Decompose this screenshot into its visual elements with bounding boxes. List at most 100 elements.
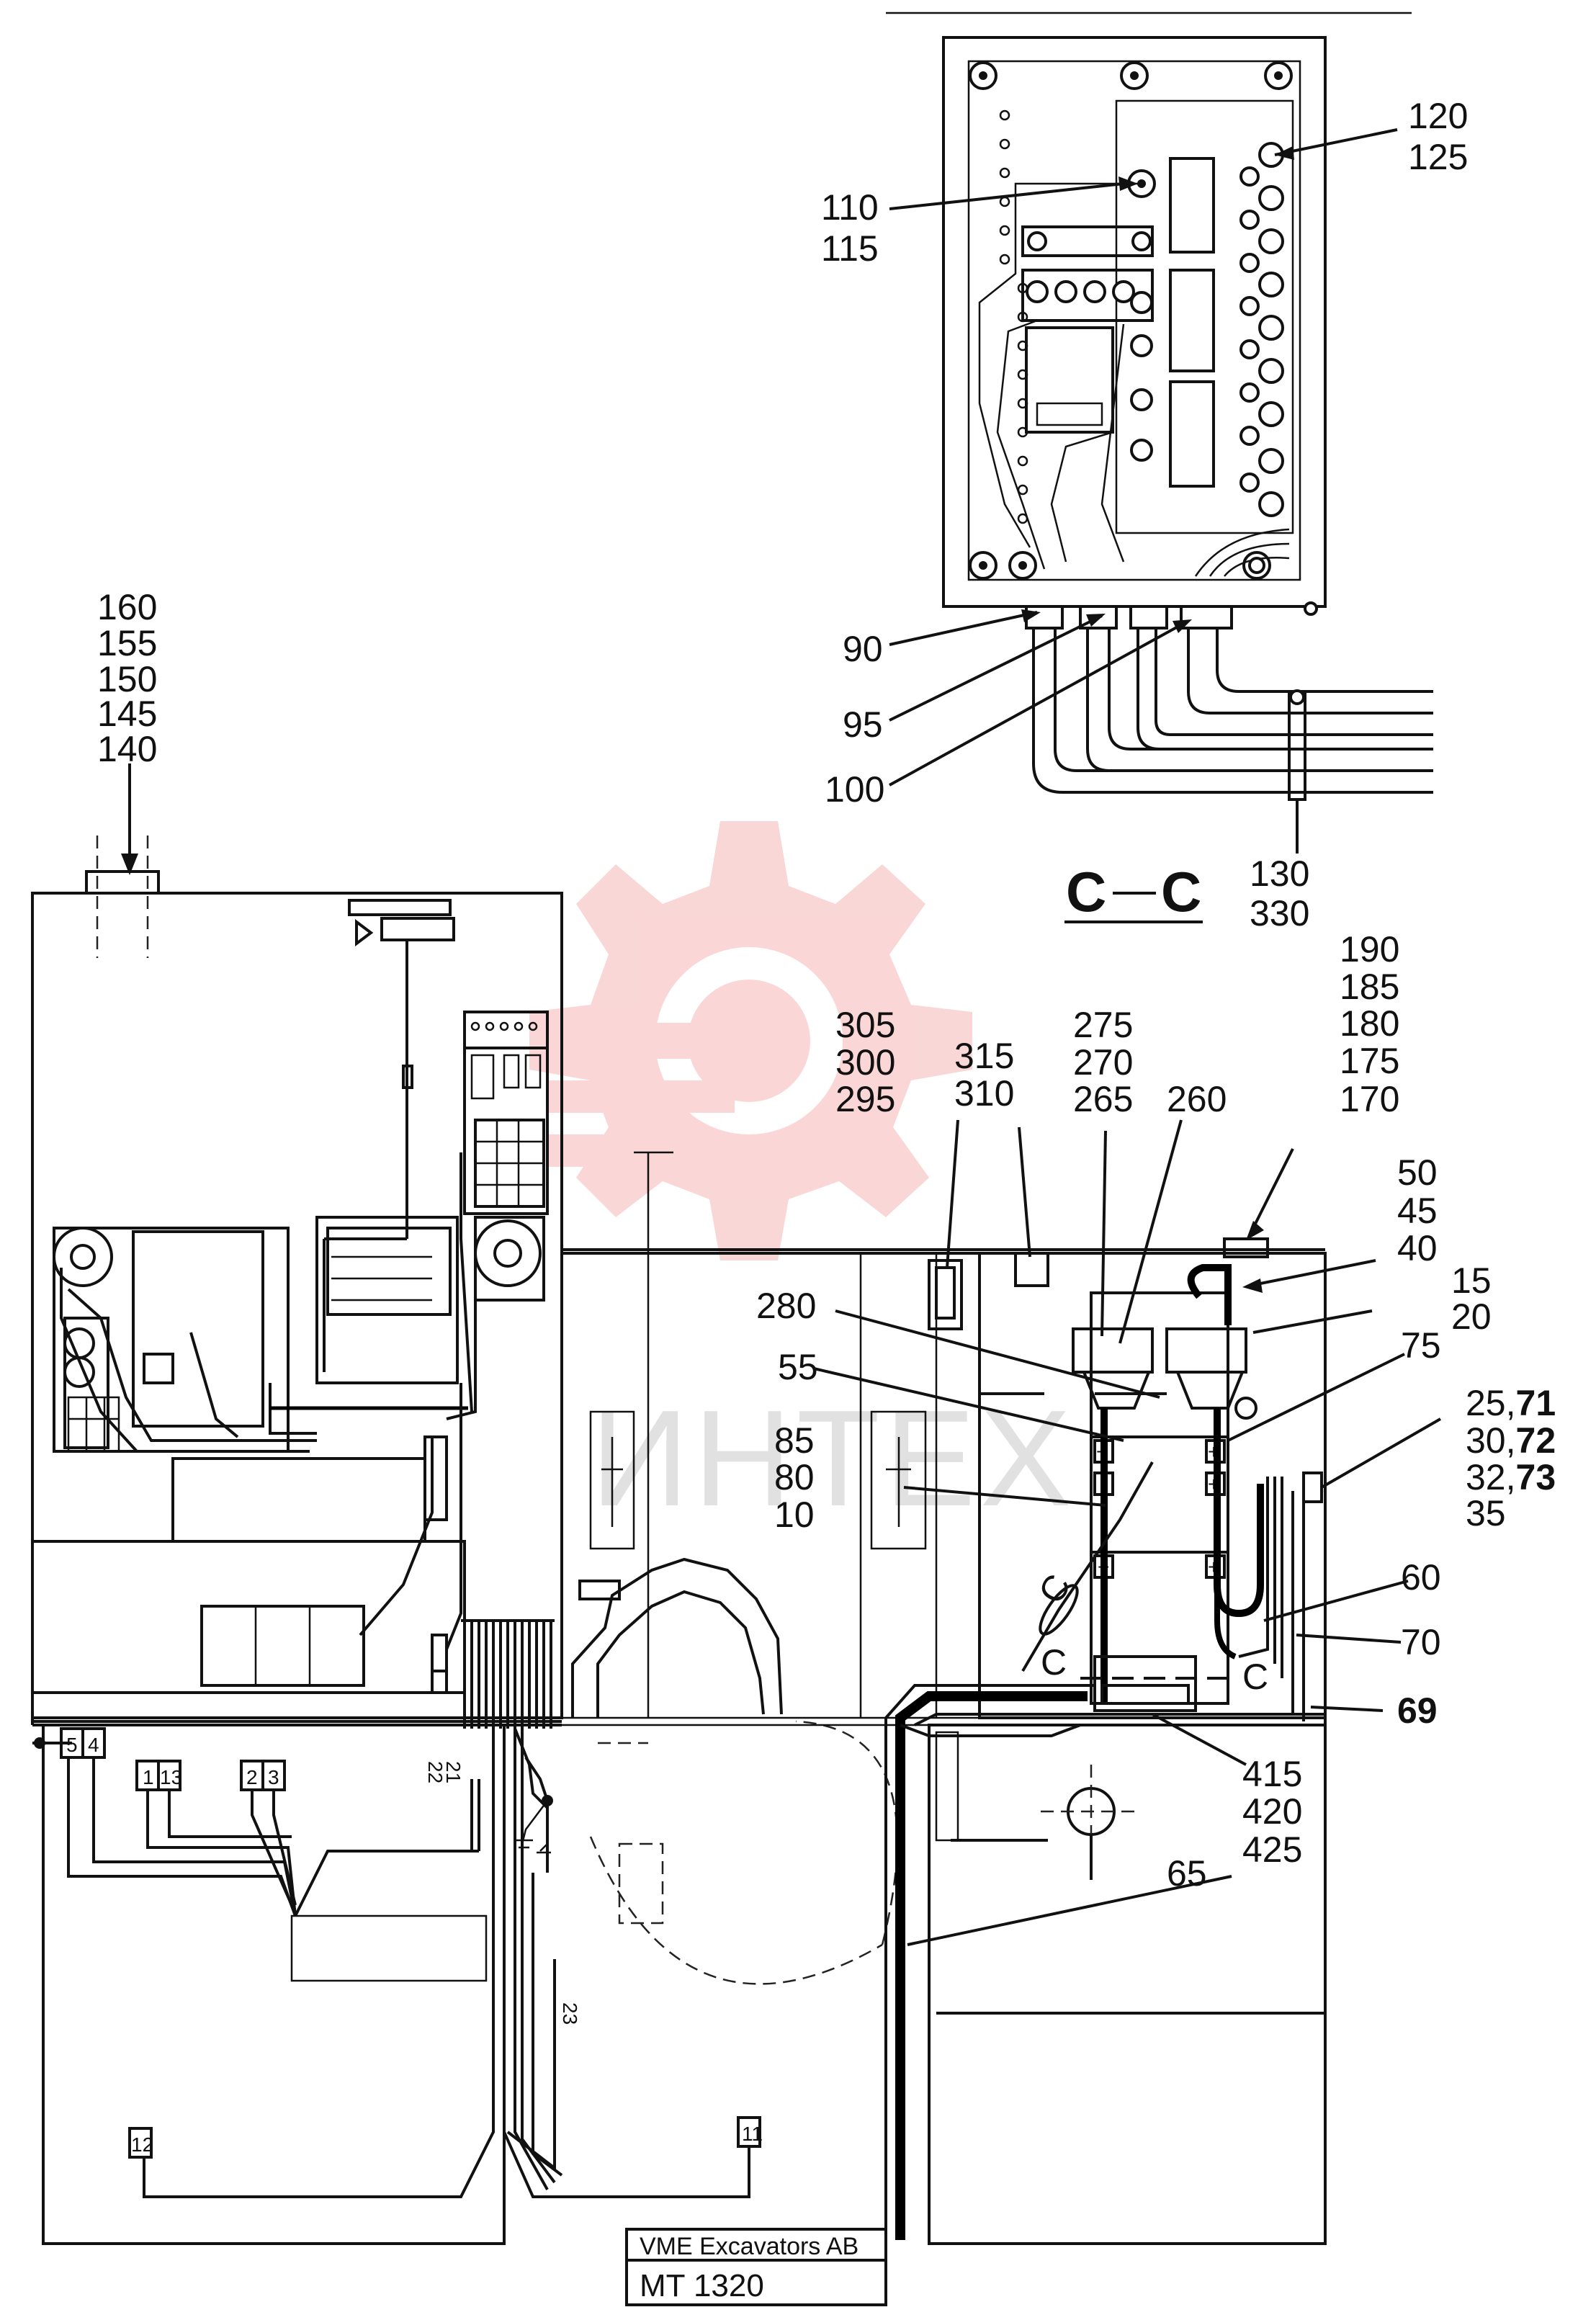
lower-frame: 5 4 1 13 2 3 21 22 23 12 11: [32, 1724, 763, 2245]
callout-70: 70: [1401, 1622, 1441, 1662]
callout-15-20: 15 20: [1451, 1260, 1492, 1337]
svg-text:30,72: 30,72: [1466, 1420, 1556, 1461]
wire-marker-12: 12: [131, 2133, 153, 2156]
watermark: ИНТЕХ: [529, 821, 1075, 1535]
wire-marker-5: 5: [66, 1734, 78, 1756]
callout-160-140: 160 155 150 145 140: [97, 587, 157, 769]
svg-text:10: 10: [774, 1495, 815, 1535]
wire-marker-22: 22: [424, 1761, 447, 1783]
watermark-text: ИНТЕХ: [591, 1382, 1075, 1535]
svg-text:C: C: [1161, 860, 1201, 923]
svg-text:425: 425: [1242, 1829, 1302, 1870]
wire-marker-2: 2: [246, 1766, 258, 1788]
callout-315-310: 315 310: [954, 1036, 1014, 1114]
cut-mark-c-2: C: [1041, 1642, 1067, 1683]
wire-marker-21: 21: [442, 1761, 465, 1783]
wire-marker-4: 4: [88, 1734, 99, 1756]
watermark-gear-icon: [529, 821, 972, 1260]
junction-box-section: [886, 12, 1433, 854]
svg-text:85: 85: [774, 1420, 815, 1461]
svg-text:315: 315: [954, 1036, 1014, 1076]
leader-lines: [813, 1119, 1441, 1946]
wire-marker-1: 1: [143, 1766, 154, 1788]
svg-text:35: 35: [1466, 1493, 1506, 1533]
svg-text:25,71: 25,71: [1466, 1383, 1556, 1423]
svg-text:40: 40: [1397, 1228, 1438, 1268]
callout-305-295: 305 300 295: [835, 1005, 895, 1119]
callout-65: 65: [1167, 1853, 1207, 1894]
svg-text:270: 270: [1073, 1042, 1133, 1083]
svg-text:C: C: [1066, 860, 1106, 923]
wire-marker-23: 23: [559, 2002, 581, 2025]
svg-text:415: 415: [1242, 1754, 1302, 1794]
callout-55: 55: [778, 1347, 818, 1387]
svg-text:15: 15: [1451, 1260, 1492, 1301]
left-cabinet: [31, 763, 563, 1729]
svg-text:170: 170: [1340, 1079, 1399, 1119]
callout-60: 60: [1401, 1557, 1441, 1598]
relay-2: [1169, 269, 1215, 372]
svg-text:265: 265: [1073, 1079, 1133, 1119]
callout-75: 75: [1401, 1325, 1441, 1366]
battery-compartment: + + + − + C C C: [884, 1237, 1327, 2245]
callout-275-265: 275 270 265: [1073, 1005, 1133, 1119]
relay-1: [1169, 157, 1215, 254]
callout-95: 95: [843, 704, 883, 745]
svg-text:160: 160: [97, 587, 157, 627]
svg-text:80: 80: [774, 1457, 815, 1497]
svg-text:125: 125: [1408, 137, 1468, 177]
callout-415-425: 415 420 425: [1242, 1754, 1302, 1870]
svg-text:20: 20: [1451, 1296, 1492, 1337]
company-name: VME Excavators AB: [640, 2233, 858, 2260]
svg-text:295: 295: [835, 1079, 895, 1119]
drawing-number: MT 1320: [640, 2268, 764, 2303]
svg-text:175: 175: [1340, 1041, 1399, 1081]
svg-text:300: 300: [835, 1042, 895, 1083]
callout-90: 90: [843, 629, 883, 669]
callout-130-330: 130 330: [1250, 854, 1309, 933]
callout-190-170: 190 185 180 175 170: [1340, 929, 1399, 1119]
title-block: VME Excavators AB MT 1320: [625, 2228, 887, 2306]
svg-text:155: 155: [97, 623, 157, 663]
terminal-bolts: [1130, 142, 1284, 517]
svg-text:310: 310: [954, 1073, 1014, 1114]
svg-text:330: 330: [1250, 893, 1309, 933]
svg-text:50: 50: [1397, 1152, 1438, 1193]
svg-text:185: 185: [1340, 967, 1399, 1007]
svg-text:110: 110: [821, 187, 879, 228]
wire-marker-13: 13: [160, 1766, 182, 1788]
callout-120-125: 120 125: [1408, 96, 1468, 177]
section-marker-c-c: C C: [1064, 860, 1203, 923]
svg-text:115: 115: [821, 228, 879, 269]
svg-text:305: 305: [835, 1005, 895, 1045]
svg-text:32,73: 32,73: [1466, 1457, 1556, 1497]
callout-100: 100: [825, 769, 884, 810]
indicator-dots: [470, 1021, 538, 1031]
svg-text:140: 140: [97, 729, 157, 769]
callout-69: 69: [1397, 1690, 1438, 1731]
callout-50-40: 50 45 40: [1397, 1152, 1438, 1268]
svg-text:120: 120: [1408, 96, 1468, 136]
cable-clamp: [1288, 690, 1306, 801]
svg-text:420: 420: [1242, 1791, 1302, 1832]
svg-text:150: 150: [97, 659, 157, 699]
svg-text:145: 145: [97, 694, 157, 734]
cut-mark-c-3: C: [1242, 1657, 1268, 1697]
svg-text:275: 275: [1073, 1005, 1133, 1045]
svg-text:45: 45: [1397, 1191, 1438, 1231]
callout-25-35: 25,71 30,72 32,73 35: [1466, 1383, 1556, 1533]
callout-110-115: 110 115: [821, 187, 879, 269]
wire-marker-11: 11: [742, 2123, 763, 2145]
callout-85-10: 85 80 10: [774, 1420, 815, 1535]
svg-text:180: 180: [1340, 1003, 1399, 1044]
callout-280: 280: [756, 1286, 816, 1326]
callout-260: 260: [1167, 1079, 1227, 1119]
cut-mark-c-1: C: [1031, 1567, 1079, 1610]
relay-3: [1169, 380, 1215, 488]
main-switch-left: [1072, 1327, 1154, 1374]
wire-marker-3: 3: [268, 1766, 279, 1788]
main-switch-right: [1165, 1327, 1247, 1374]
svg-text:190: 190: [1340, 929, 1399, 969]
svg-text:130: 130: [1250, 854, 1309, 894]
